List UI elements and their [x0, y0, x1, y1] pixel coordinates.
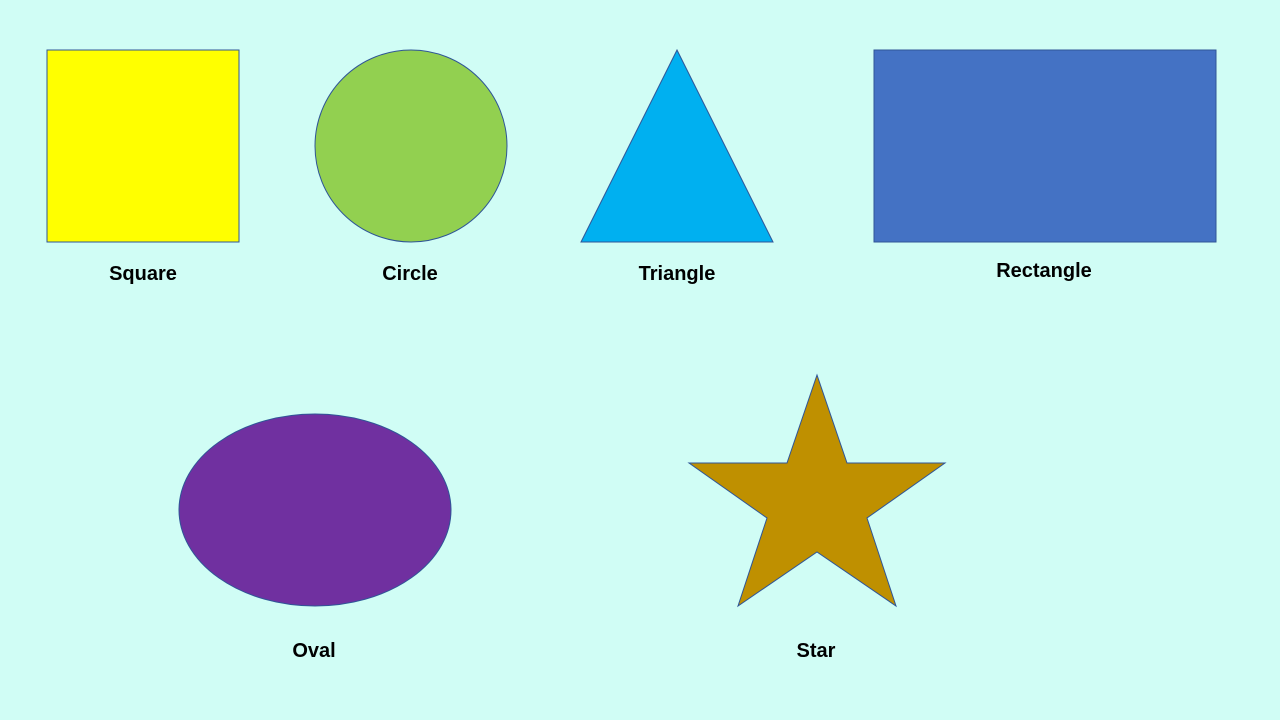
label-oval: Oval [292, 640, 336, 662]
label-circle: Circle [382, 263, 438, 285]
label-star: Star [796, 640, 836, 662]
triangle-icon [580, 48, 774, 243]
oval-icon [178, 413, 452, 607]
square-icon [46, 49, 240, 243]
label-triangle: Triangle [638, 263, 716, 285]
rectangle-icon [873, 49, 1217, 243]
label-rectangle: Rectangle [996, 260, 1092, 282]
circle-icon [314, 49, 508, 243]
star-icon [687, 373, 947, 608]
label-square: Square [109, 263, 177, 285]
